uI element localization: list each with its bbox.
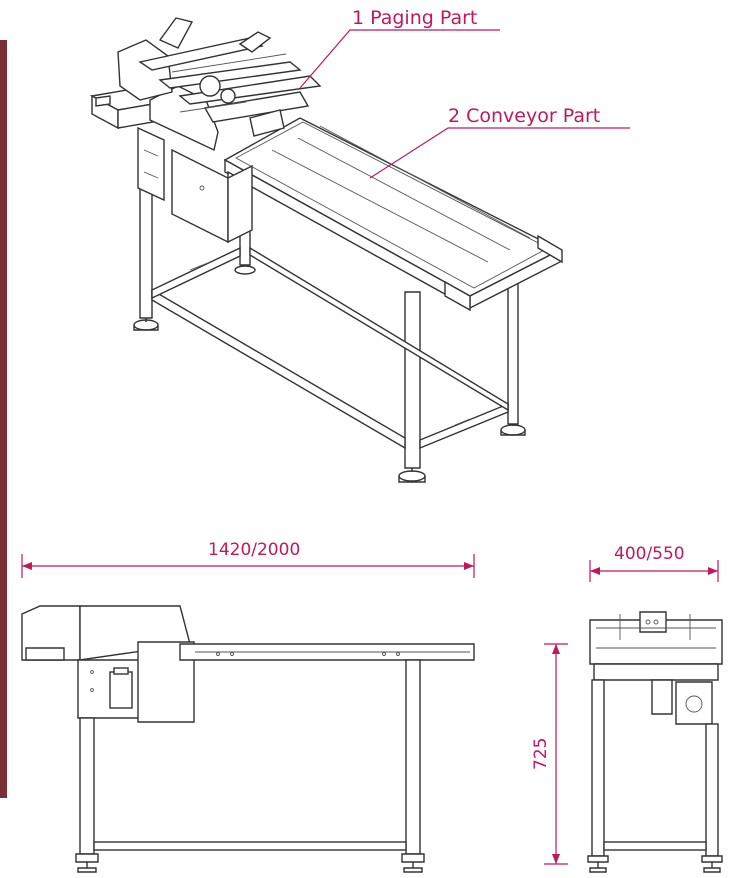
side-border-strip xyxy=(0,40,7,798)
isometric-legs xyxy=(133,139,526,483)
front-view xyxy=(21,554,475,873)
callout-leaders xyxy=(299,29,630,179)
width-dimension xyxy=(589,560,719,582)
length-dimension xyxy=(21,554,475,578)
isometric-upper-frame xyxy=(137,126,165,202)
isometric-view xyxy=(89,17,630,483)
isometric-paging-part xyxy=(89,17,322,244)
isometric-bottom-frame xyxy=(151,246,509,450)
isometric-conveyor xyxy=(223,117,563,312)
conveyor-part-label: 2 Conveyor Part xyxy=(448,105,600,127)
height-dimension-label: 725 xyxy=(531,738,551,770)
side-view xyxy=(544,560,723,873)
height-dimension xyxy=(544,643,568,865)
paging-part-label: 1 Paging Part xyxy=(352,7,477,29)
width-dimension-label: 400/550 xyxy=(614,544,685,564)
length-dimension-label: 1420/2000 xyxy=(208,540,300,560)
